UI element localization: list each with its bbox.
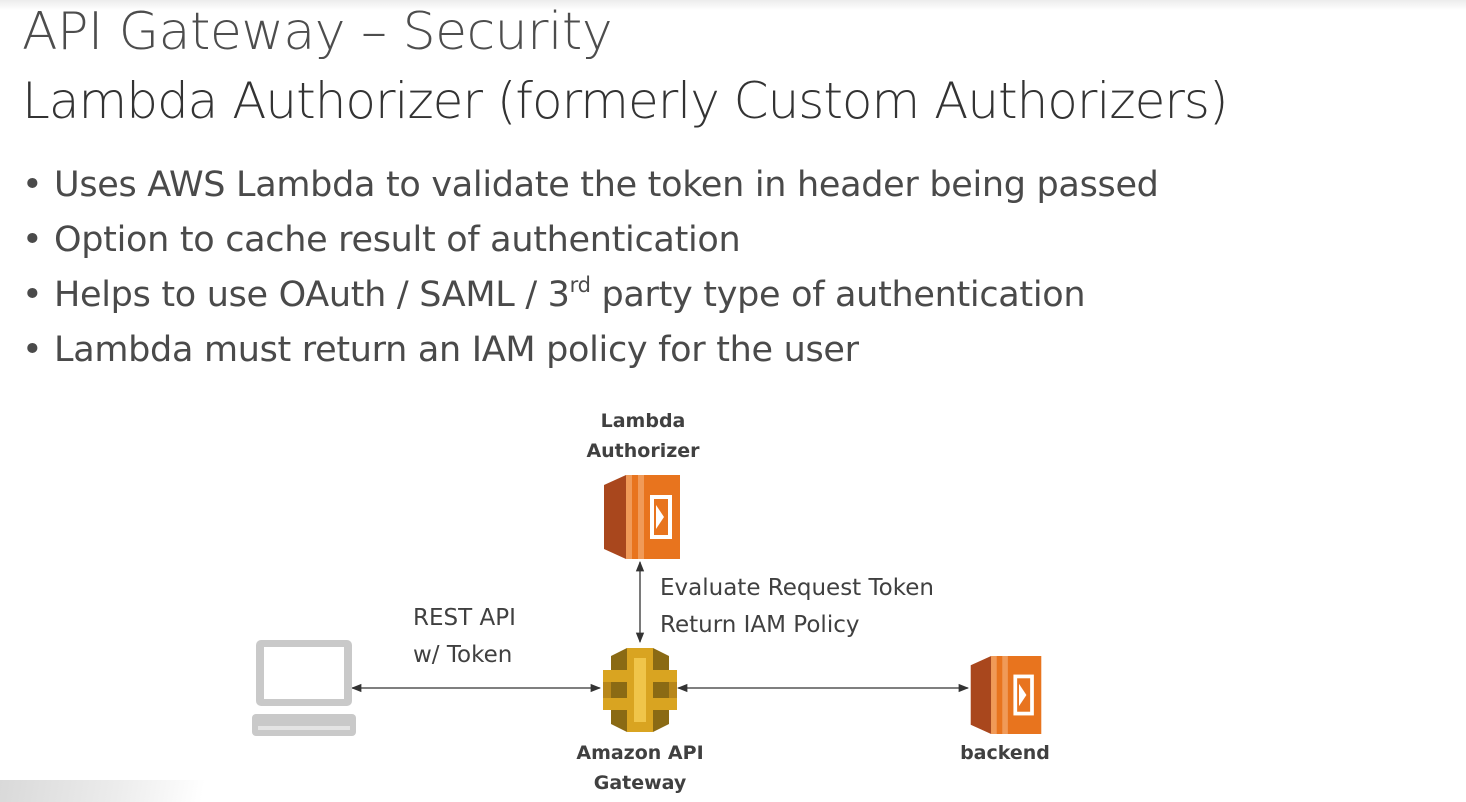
bullet-dot: •	[22, 330, 43, 370]
bullet-text: Lambda must return an IAM policy for the…	[54, 330, 859, 370]
lambda-authorizer-label-line2: Authorizer	[586, 440, 700, 462]
api-gateway-label: Amazon API Gateway	[560, 738, 720, 798]
aws-api-gateway-icon	[603, 648, 677, 732]
bullet-dot: •	[22, 165, 43, 205]
bullet-text: party type of authentication	[590, 275, 1086, 315]
edge-label-client: REST API w/ Token	[413, 600, 516, 674]
aws-lambda-icon	[604, 475, 680, 559]
lambda-authorizer-label-line1: Lambda	[600, 410, 686, 432]
bullet-list: • Uses AWS Lambda to validate the token i…	[22, 158, 1159, 378]
bullet-item: • Uses AWS Lambda to validate the token i…	[22, 158, 1159, 213]
bullet-text: Uses AWS Lambda to validate the token in…	[54, 165, 1159, 205]
slide-title: API Gateway – Security	[22, 2, 613, 62]
top-strip	[0, 0, 1466, 10]
bullet-superscript: rd	[569, 273, 591, 297]
bullet-dot: •	[22, 220, 43, 260]
bullet-item: • Option to cache result of authenticatio…	[22, 213, 1159, 268]
bullet-item: • Lambda must return an IAM policy for th…	[22, 323, 1159, 378]
bullet-dot: •	[22, 275, 43, 315]
bullet-item: • Helps to use OAuth / SAML / 3rd party t…	[22, 268, 1159, 323]
edge-label-authorizer-line2: Return IAM Policy	[660, 612, 860, 638]
api-gateway-label-line1: Amazon API	[576, 742, 704, 764]
aws-lambda-icon	[970, 656, 1042, 734]
bullet-text: Option to cache result of authentication	[54, 220, 741, 260]
slide-subtitle: Lambda Authorizer (formerly Custom Autho…	[22, 72, 1228, 130]
bottom-strip	[0, 780, 1466, 802]
edge-label-authorizer: Evaluate Request Token Return IAM Policy	[660, 570, 934, 644]
bullet-text: Helps to use OAuth / SAML / 3	[54, 275, 570, 315]
edge-label-client-line2: w/ Token	[413, 642, 513, 668]
backend-label: backend	[935, 738, 1075, 768]
api-gateway-label-line2: Gateway	[593, 772, 687, 794]
edge-label-authorizer-line1: Evaluate Request Token	[660, 575, 934, 601]
laptop-icon	[252, 640, 356, 736]
lambda-authorizer-label: Lambda Authorizer	[578, 406, 708, 466]
backend-label-line1: backend	[960, 742, 1050, 764]
edge-label-client-line1: REST API	[413, 605, 516, 631]
